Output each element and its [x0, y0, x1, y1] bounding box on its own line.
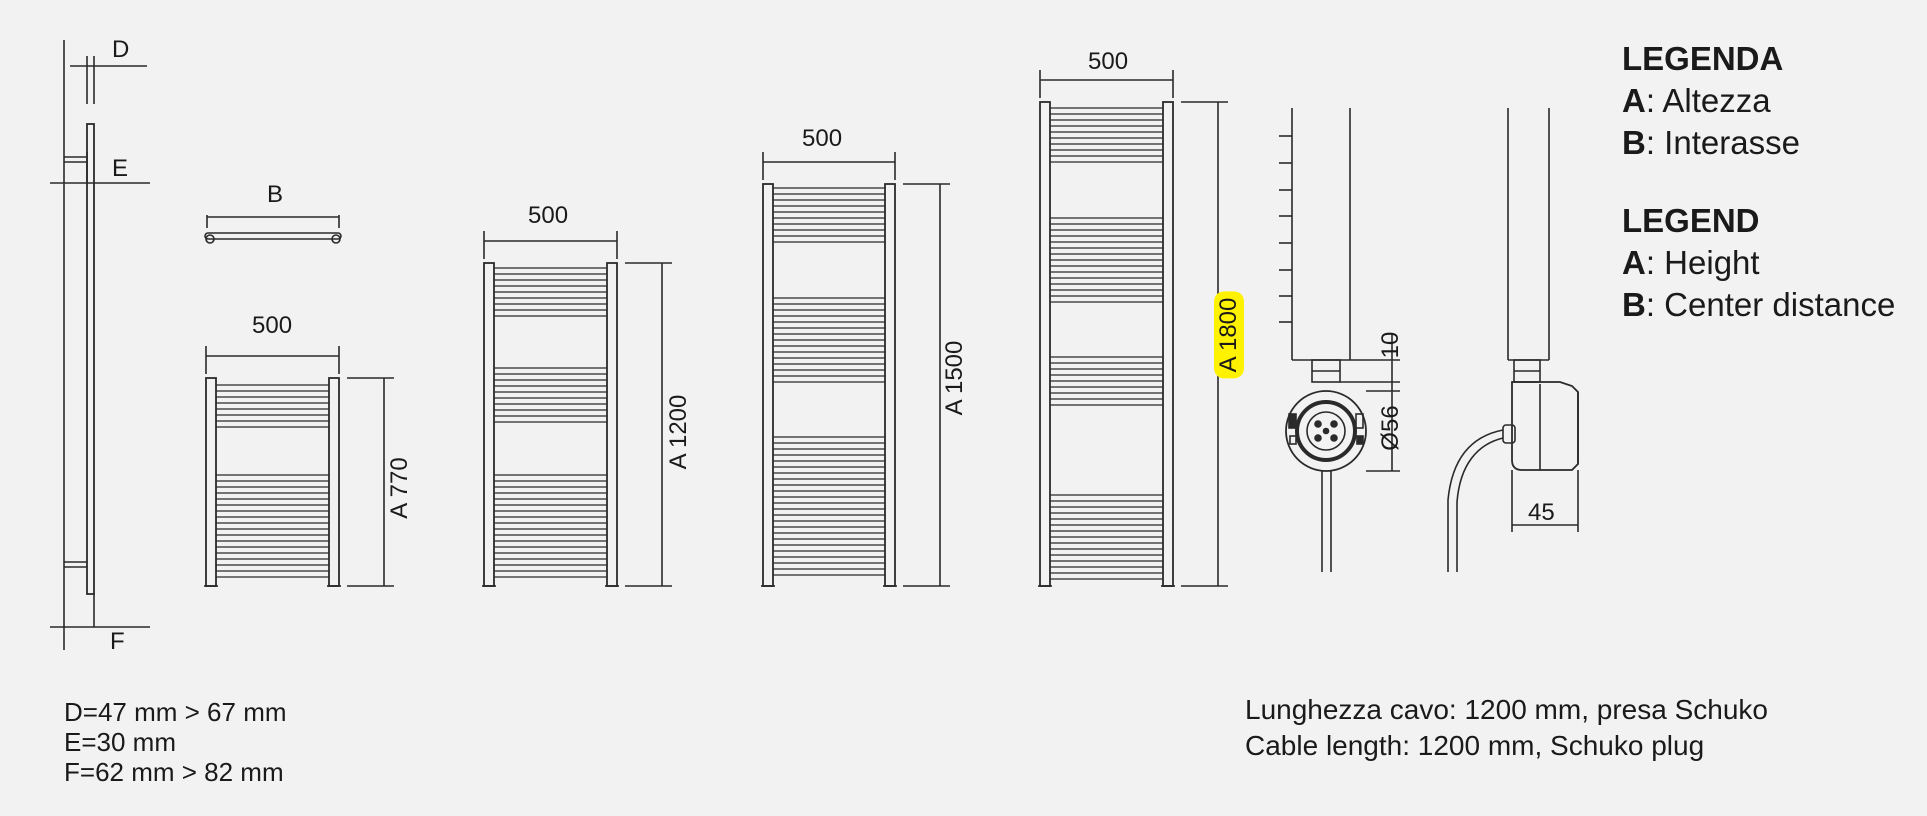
dim-label-e: E	[112, 155, 129, 182]
note-line: F=62 mm > 82 mm	[64, 756, 284, 787]
dim-label-10: 10	[1377, 331, 1404, 359]
cable-notes: Lunghezza cavo: 1200 mm, presa Schuko Ca…	[1245, 692, 1768, 765]
heater-front-view	[1279, 108, 1400, 572]
legend-key: A	[1622, 243, 1646, 281]
cable-line: Lunghezza cavo: 1200 mm, presa Schuko	[1245, 694, 1768, 725]
radiators	[204, 70, 1228, 587]
legend-key: B	[1622, 123, 1646, 161]
dim-label-d: D	[112, 36, 130, 63]
note-line: E=30 mm	[64, 726, 176, 757]
cable-line: Cable length: 1200 mm, Schuko plug	[1245, 730, 1705, 762]
note-line: D=47 mm > 67 mm	[64, 697, 287, 727]
radiator-770	[204, 346, 394, 587]
side-view	[50, 40, 150, 650]
legend-row: B: Interasse	[1622, 122, 1800, 164]
legend-text: : Center distance	[1645, 285, 1896, 323]
dim-label-b: B	[267, 181, 284, 208]
radiator-1200	[482, 231, 672, 587]
dimension-notes: D=47 mm > 67 mm E=30 mm F=62 mm > 82 mm	[64, 697, 287, 788]
legend-italian: LEGENDA A: Altezza B: Interasse	[1622, 38, 1800, 164]
height-label-1500: A 1500	[941, 340, 968, 416]
legend-text: : Interasse	[1645, 123, 1800, 161]
height-label-770: A 770	[386, 457, 413, 519]
legend-text: : Height	[1645, 243, 1760, 281]
legend-row: B: Center distance	[1622, 284, 1895, 326]
legend-title-it: LEGENDA	[1622, 40, 1784, 77]
heater-side-view	[1447, 108, 1579, 572]
width-label-1800: 500	[1088, 48, 1129, 75]
legend-english: LEGEND A: Height B: Center distance	[1622, 200, 1895, 326]
legend-row: A: Height	[1622, 242, 1895, 284]
height-label-1800: A 1800	[1214, 291, 1244, 379]
legend-title-en: LEGEND	[1622, 202, 1760, 239]
legend-key: B	[1622, 285, 1646, 323]
height-label-1200: A 1200	[665, 394, 692, 470]
radiator-1500	[761, 152, 950, 587]
top-view	[204, 215, 342, 244]
width-label-1200: 500	[528, 202, 569, 229]
dim-label-diameter: Ø56	[1377, 405, 1404, 451]
legend-text: : Altezza	[1645, 81, 1771, 119]
width-label-1500: 500	[802, 125, 843, 152]
dim-label-f: F	[110, 628, 125, 655]
width-label-770: 500	[252, 312, 293, 339]
radiator-1800	[1038, 70, 1228, 587]
dim-label-45: 45	[1528, 499, 1555, 526]
legend-row: A: Altezza	[1622, 80, 1800, 122]
legend-key: A	[1622, 81, 1646, 119]
